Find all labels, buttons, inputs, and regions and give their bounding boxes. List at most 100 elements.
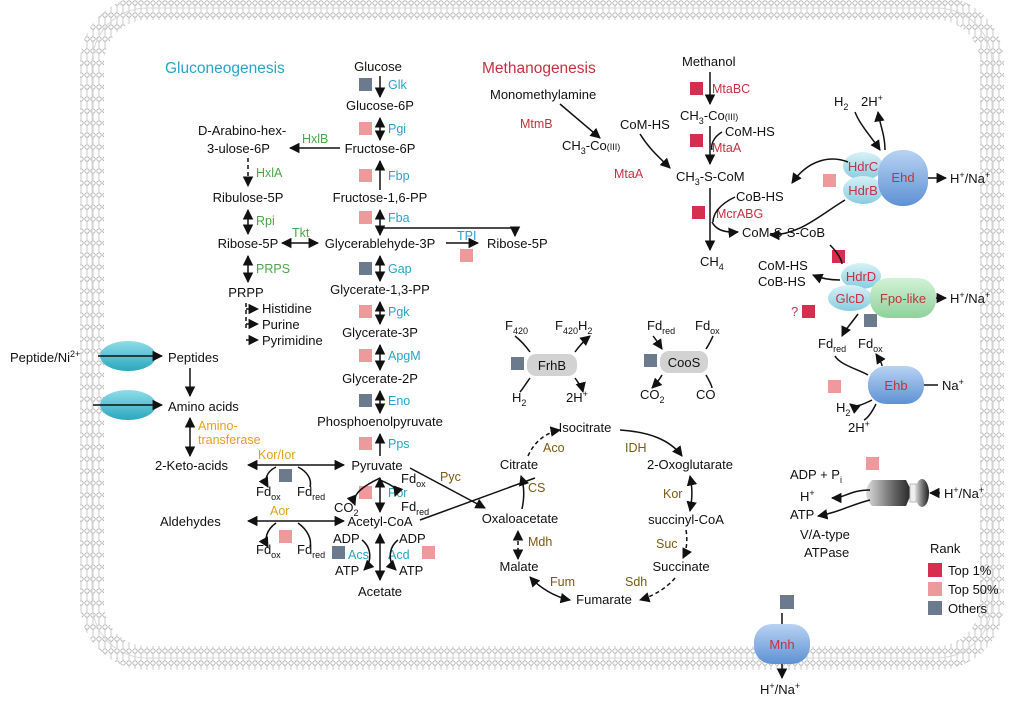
enzyme-eno: Eno <box>388 394 410 408</box>
cell-membrane <box>80 0 1004 670</box>
metabolite-glycerate-2p: Glycerate-2P <box>342 371 418 386</box>
enzyme-mtaa-left: MtaA <box>614 167 644 181</box>
metabolite-pyrimidine: Pyrimidine <box>262 333 323 348</box>
legend-swatch-top1 <box>928 563 942 577</box>
rank-square-coos <box>644 354 657 367</box>
legend-swatch-others <box>928 601 942 615</box>
rank-square-acs <box>332 546 345 559</box>
enzyme-aco: Aco <box>543 441 565 455</box>
mnh-complex: Mnh H+/Na+ <box>754 595 810 697</box>
enzyme-pyc: Pyc <box>440 470 461 484</box>
enzyme-sdh: Sdh <box>625 575 647 589</box>
enzyme-glcd: GlcD <box>836 291 865 306</box>
metabolite-succinyl-coa: succinyl-CoA <box>648 512 724 527</box>
metabolite-pyruvate: Pyruvate <box>351 458 402 473</box>
metabolite-com-s-s-cob: CoM-S-S-CoB <box>742 225 825 240</box>
enzyme-fum: Fum <box>550 575 575 589</box>
metabolite-ch4: CH4 <box>700 254 724 272</box>
label-h-na-fpo: H+/Na+ <box>950 290 990 306</box>
metabolite-ribose-5p-right: Ribose-5P <box>487 236 548 251</box>
metabolite-glucose: Glucose <box>354 59 402 74</box>
label-question-mark: ? <box>791 304 798 319</box>
rank-square-frhb <box>511 357 524 370</box>
label-2h-frhb: 2H+ <box>566 389 588 405</box>
metabolite-citrate: Citrate <box>500 457 538 472</box>
cofactor-atp-left: ATP <box>335 563 359 578</box>
label-atp: ATP <box>790 507 814 522</box>
legend-label-top50: Top 50% <box>948 582 999 597</box>
rank-square-fbp <box>359 169 372 182</box>
cofactor-fd-red-por: Fdred <box>401 499 429 517</box>
frhb-box <box>527 354 577 376</box>
rank-square-aor <box>279 530 292 543</box>
metabolite-succinate: Succinate <box>652 559 709 574</box>
label-2h-top: 2H+ <box>861 93 883 109</box>
label-f420h2: F420H2 <box>555 318 592 336</box>
enzyme-hxla: HxlA <box>256 166 283 180</box>
enzyme-glk: Glk <box>388 78 408 92</box>
metabolite-fumarate: Fumarate <box>576 592 632 607</box>
metabolite-com-hs-left: CoM-HS <box>620 117 670 132</box>
label-fd-ox-ehb: Fdox <box>858 336 883 354</box>
metabolite-purine: Purine <box>262 317 300 332</box>
rank-square-acd <box>422 546 435 559</box>
label-2h-ehb: 2H+ <box>848 419 870 435</box>
enzyme-apgm: ApgM <box>388 349 421 363</box>
enzyme-idh: IDH <box>625 441 647 455</box>
metabolite-phosphoenolpyruvate: Phosphoenolpyruvate <box>317 414 443 429</box>
label-h2-ehb: H2 <box>836 400 850 418</box>
metabolite-com-hs-right: CoM-HS <box>725 124 775 139</box>
enzyme-fbp: Fbp <box>388 169 410 183</box>
methanogenesis-title: Methanogenesis <box>482 60 596 77</box>
enzyme-cs: CS <box>528 481 545 495</box>
hdr-fpo-complex: HdrD GlcD Fpo-like ? CoM-HS CoB-HS H+/Na… <box>758 244 990 327</box>
rank-square-apgm <box>359 349 372 362</box>
enzyme-prps: PRPS <box>256 262 290 276</box>
enzyme-aminotransferase-2: transferase <box>198 433 261 447</box>
cofactor-fd-red-kor: Fdred <box>297 484 325 502</box>
enzyme-pgk: Pgk <box>388 305 410 319</box>
label-atpase: ATPase <box>804 545 849 560</box>
label-h-na-ehd: H+/Na+ <box>950 170 990 186</box>
metabolite-3-ulose-6p: 3-ulose-6P <box>207 141 270 156</box>
enzyme-hxlb: HxlB <box>302 132 328 146</box>
enzyme-acd: Acd <box>388 548 410 562</box>
legend-swatch-top50 <box>928 582 942 596</box>
enzyme-acs: Acs <box>348 548 369 562</box>
metabolite-acetyl-coa: Acetyl-CoA <box>347 514 412 529</box>
frhb-complex: F420 F420H2 FrhB H2 2H+ <box>505 318 592 408</box>
enzyme-coos: CooS <box>668 355 701 370</box>
rank-square-gap <box>359 262 372 275</box>
hdr-ehd-complex: HdrC HdrB Ehd H2 2H+ H+/Na+ <box>768 93 990 241</box>
metabolite-arabino-hex: D-Arabino-hex- <box>198 123 286 138</box>
amino-acid-metabolism: Peptide/Ni2+ Peptides Amino acids Amino-… <box>10 341 346 560</box>
label-f420-left: F420 <box>505 318 528 336</box>
atpase-complex: ADP + Pi H+ ATP V/A-type ATPase H+/Na+ <box>790 457 984 560</box>
coos-box <box>660 351 708 373</box>
metabolite-methanol: Methanol <box>682 54 736 69</box>
label-h-na-mnh: H+/Na+ <box>760 681 800 697</box>
metabolite-ch3-s-com: CH3-S-CoM <box>676 169 745 187</box>
enzyme-rpi: Rpi <box>256 214 275 228</box>
enzyme-mnh: Mnh <box>769 637 794 652</box>
metabolite-glyceraldehyde-3p: Glycerablehyde-3P <box>325 236 436 251</box>
enzyme-fpo-like: Fpo-like <box>880 291 926 306</box>
metabolite-2-keto-acids: 2-Keto-acids <box>155 458 228 473</box>
metabolite-isocitrate: Isocitrate <box>559 420 612 435</box>
cofactor-adp-right: ADP <box>399 531 426 546</box>
metabolite-ribose-5p-left: Ribose-5P <box>218 236 279 251</box>
label-fd-red-ehb: Fdred <box>818 336 846 354</box>
label-h-atpase: H+ <box>800 488 815 504</box>
label-co2-coos: CO2 <box>640 387 665 405</box>
rank-square-ehb <box>828 380 841 393</box>
metabolite-prpp: PRPP <box>228 285 263 300</box>
cofactor-fd-ox-por: Fdox <box>401 471 426 489</box>
rank-square-fpo-like <box>864 314 877 327</box>
metabolite-oxaloacetate: Oxaloacetate <box>482 511 559 526</box>
enzyme-aminotransferase-1: Amino- <box>198 419 238 433</box>
label-cob-hs-fpo: CoB-HS <box>758 274 806 289</box>
atpase-head <box>866 480 912 506</box>
metabolite-cob-hs: CoB-HS <box>736 189 784 204</box>
metabolite-glycerate-13pp: Glycerate-1,3-PP <box>330 282 430 297</box>
